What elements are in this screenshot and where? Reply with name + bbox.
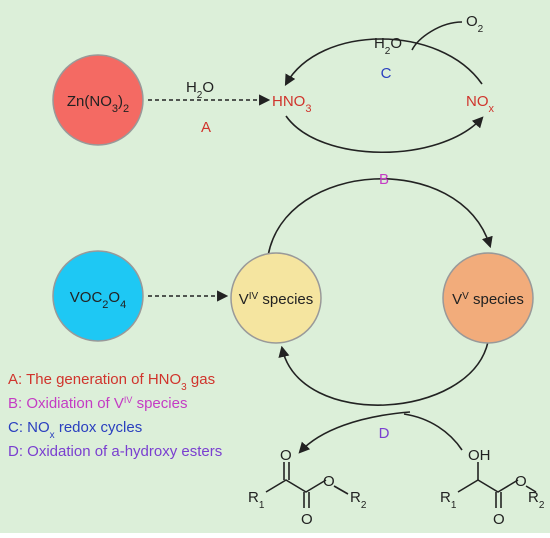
legend-a: A: The generation of HNO3 gas [8, 371, 215, 393]
hno3-label: HNO3 [272, 93, 311, 115]
svg-text:O: O [493, 511, 505, 528]
v5-species-label: VV species [452, 291, 524, 309]
v5-species-node [442, 252, 534, 344]
product-structure: R1 O O O R2 [248, 447, 367, 528]
svg-text:OH: OH [468, 447, 491, 464]
step-b-label: B [379, 171, 389, 188]
svg-text:R1: R1 [248, 489, 265, 511]
cycle-upper-arrow [267, 178, 493, 257]
o2-arrow [411, 21, 463, 51]
cycle-d-arrow [298, 411, 411, 454]
step-a-label: A [201, 119, 211, 136]
nox-label: NOx [466, 93, 495, 115]
o2-label: O2 [466, 13, 484, 35]
voc2o4-node [52, 250, 144, 342]
reactant-structure: OH R1 O O R2 [440, 447, 545, 528]
v4-species-label: VIV species [239, 291, 314, 309]
svg-text:O: O [280, 447, 292, 464]
cycle-b-arrow [285, 115, 484, 154]
zn-nitrate-label: Zn(NO3)2 [67, 93, 129, 115]
svg-text:R1: R1 [440, 489, 457, 511]
cycle-c-arrow [284, 38, 483, 86]
v4-species-node [230, 252, 322, 344]
h2o-label-a: H2O [186, 79, 214, 101]
svg-text:R2: R2 [528, 489, 545, 511]
voc2o4-label: VOC2O4 [70, 289, 126, 311]
reactant-arrow [403, 413, 463, 451]
legend-c: C: NOx redox cycles [8, 419, 142, 441]
step-c-label: C [381, 65, 392, 82]
legend-d: D: Oxidation of a-hydroxy esters [8, 443, 222, 460]
zn-nitrate-node [52, 54, 144, 146]
svg-text:R2: R2 [350, 489, 367, 511]
step-d-label: D [379, 425, 390, 442]
svg-text:O: O [515, 473, 527, 490]
legend-b: B: Oxidiation of VIV species [8, 395, 187, 412]
h2o-label-c: H2O [374, 35, 402, 57]
svg-text:O: O [301, 511, 313, 528]
svg-text:O: O [323, 473, 335, 490]
cycle-lower-arrow [278, 341, 489, 406]
